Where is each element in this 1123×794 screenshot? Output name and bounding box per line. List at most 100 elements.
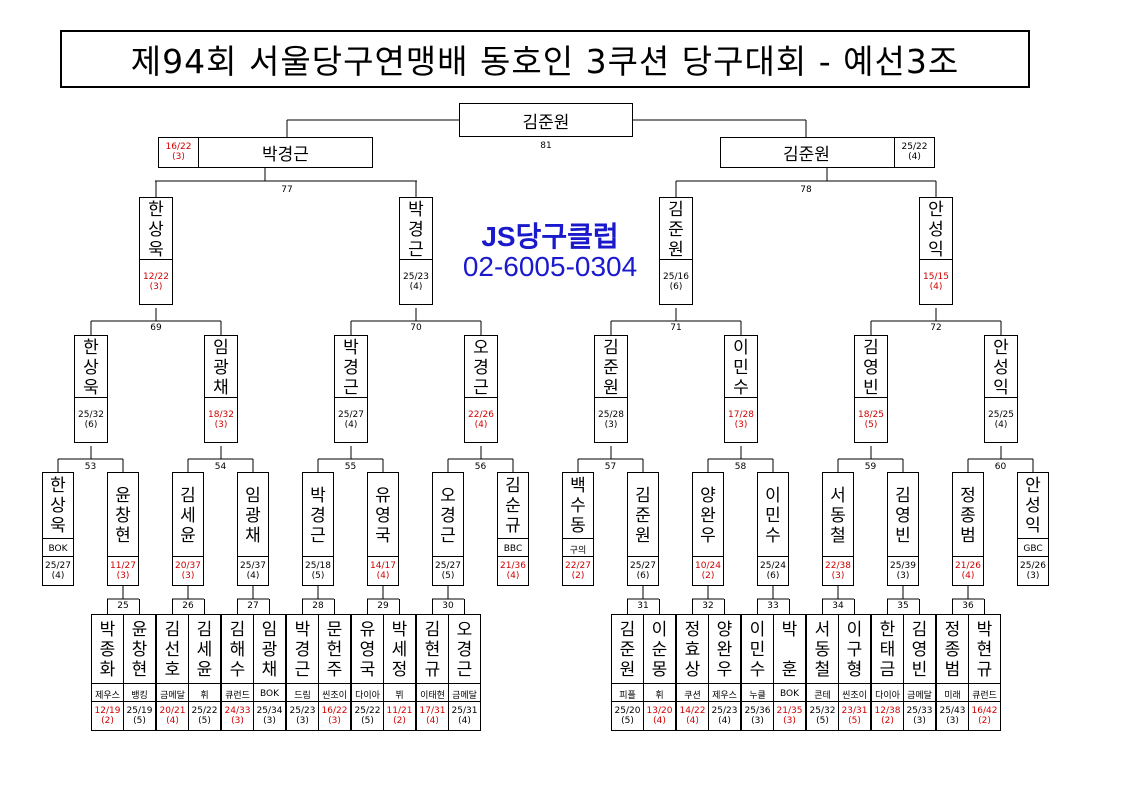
player-name-char: 효 [684,639,701,660]
player-name-char: 영 [359,639,376,660]
score-value: 25/18 [305,561,331,571]
player-score: 25/24(6) [758,556,788,585]
score-value: 25/36 [744,706,771,716]
score-innings: (3) [116,571,130,581]
score-value: 22/26 [468,410,494,420]
score-value: 25/23 [403,272,429,282]
player-name-char: 정 [944,619,961,640]
player-score: 17/28(3) [725,397,757,442]
score-value: 13/20 [646,706,673,716]
player-name-char: 빈 [895,526,911,546]
score-innings: (2) [571,571,585,581]
player-name-char: 윤 [180,526,196,546]
score-innings: (5) [133,716,146,726]
match-number: 72 [930,323,942,333]
player-name-char: 근 [408,240,424,260]
player-name-char: 김 [603,338,619,358]
player-name-char: 근 [310,526,326,546]
player-name-char: 한 [148,200,164,220]
player-club: 제우스 [709,683,740,704]
player-name-char: 현 [976,639,993,660]
score-value: 10/24 [695,561,721,571]
player-name-char: 욱 [83,378,99,398]
player-score: 10/24(2) [693,556,723,585]
score-innings: (6) [636,571,650,581]
player-club: 피플 [612,683,643,704]
score-innings: (4) [474,420,488,430]
player-name-char: 창 [115,506,131,526]
player-score: 25/32(6) [75,397,107,442]
player-name-char: 욱 [148,240,164,260]
player-name-char: 구 [846,639,863,660]
player-club: 큐런드 [969,683,1000,704]
player-name-char: 수 [733,378,749,398]
player-club: BOK [43,538,73,559]
player-name-char: 세 [391,639,408,660]
player-name-char: 성 [1025,496,1041,516]
player-name-char: 몽 [651,659,668,680]
player-name-char: 경 [440,506,456,526]
score-innings: (5) [621,716,634,726]
player-name-char: 준 [635,506,651,526]
player-club: 휘 [644,683,675,704]
player-score: 12/38(2) [872,701,903,730]
player-score: 25/23(4) [709,701,740,730]
score-innings: (4) [376,571,390,581]
player-score: 20/21(4) [157,701,188,730]
player-name-char: 동 [830,506,846,526]
player-name-char: 광 [261,639,278,660]
player-score: 22/38(3) [823,556,853,585]
score-value: 25/27 [45,561,71,571]
player-name-char: 해 [229,639,246,660]
score-value: 25/27 [338,410,364,420]
player-name-char: 익 [928,240,944,260]
player-name-char: 상 [83,358,99,378]
score-value: 22/38 [825,561,851,571]
player-name-char: 정 [684,619,701,640]
player-score: 25/23(3) [287,701,318,730]
player-name-char: 김 [505,476,521,496]
player-name-char: 준 [603,358,619,378]
player-name-char: 윤 [196,659,213,680]
player-name-char: 국 [359,659,376,680]
score-innings: (4) [908,152,921,162]
player-name-char: 영 [863,358,879,378]
player-club: 콘테 [807,683,838,704]
player-name-char: 채 [213,378,229,398]
match-number: 71 [670,323,682,333]
player-club: 다이아 [352,683,383,704]
player-name-char: 이 [846,619,863,640]
player-name-char: 준 [668,220,684,240]
player-name-char: 김 [895,486,911,506]
score-innings: (5) [198,716,211,726]
player-name-char: 현 [424,639,441,660]
match-number: 32 [702,601,714,611]
player-score: 25/43(3) [937,701,968,730]
player-name-char: 한 [879,619,896,640]
score-innings: (4) [426,716,439,726]
